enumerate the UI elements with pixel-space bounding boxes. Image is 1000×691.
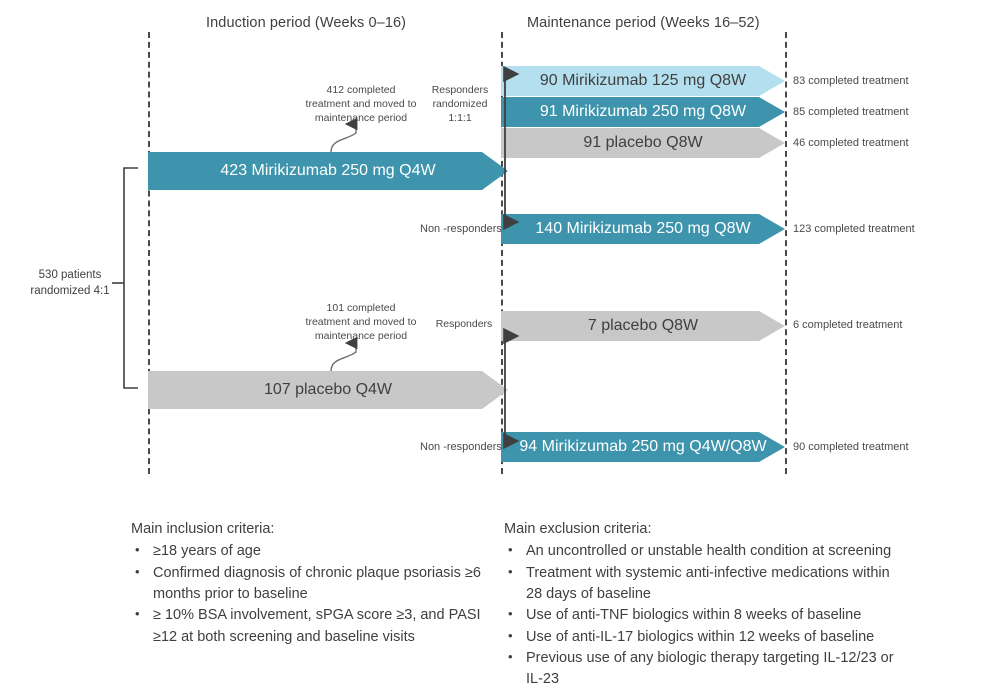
trial-flow-diagram: Induction period (Weeks 0–16) Maintenanc… [0, 0, 1000, 677]
list-item: Previous use of any biologic therapy tar… [504, 647, 904, 691]
completed-note-placebo-q8w-91: 46 completed treatment [793, 137, 909, 149]
list-item: Confirmed diagnosis of chronic plaque ps… [131, 562, 496, 606]
induction-completed-note-placebo: 101 completed treatment and moved to mai… [305, 302, 417, 342]
maintenance-arm-miri-250-q4w-q8w: 94 Mirikizumab 250 mg Q4W/Q8W [501, 432, 785, 462]
maintenance-arm-placebo-q8w-7: 7 placebo Q8W [501, 311, 785, 341]
induction-start-divider [148, 32, 150, 474]
completed-note-placebo-q8w-7: 6 completed treatment [793, 319, 903, 331]
inclusion-criteria: Main inclusion criteria: ≥18 years of ag… [131, 519, 496, 648]
maintenance-arm-label: 91 Mirikizumab 250 mg Q8W [539, 102, 747, 120]
list-item: Treatment with systemic anti-infective m… [504, 562, 904, 606]
induction-arm-placebo-q4w: 107 placebo Q4W [148, 371, 508, 409]
responders-label-placebo: Responders [435, 318, 493, 330]
maintenance-arm-label: 94 Mirikizumab 250 mg Q4W/Q8W [519, 437, 767, 455]
list-item: An uncontrolled or unstable health condi… [504, 540, 904, 562]
responders-randomization-note: Responders randomized 1:1:1 [431, 84, 489, 124]
enrollment-bracket [123, 167, 138, 389]
inclusion-criteria-title: Main inclusion criteria: [131, 521, 275, 537]
list-item: Use of anti-TNF biologics within 8 weeks… [504, 604, 904, 626]
exclusion-criteria-title: Main exclusion criteria: [504, 521, 652, 537]
list-item: Use of anti-IL-17 biologics within 12 we… [504, 626, 904, 648]
induction-arm-label: 423 Mirikizumab 250 mg Q4W [220, 161, 436, 179]
maintenance-arm-label: 7 placebo Q8W [587, 316, 699, 334]
list-item: ≥18 years of age [131, 540, 496, 562]
induction-period-title: Induction period (Weeks 0–16) [206, 15, 407, 31]
enrollment-bracket-label: 530 patients randomized 4:1 [30, 269, 110, 297]
maintenance-arm-label: 140 Mirikizumab 250 mg Q8W [535, 219, 751, 237]
non-responders-label-bottom: Non -responders [420, 441, 502, 453]
list-item: ≥ 10% BSA involvement, sPGA score ≥3, an… [131, 604, 496, 648]
maintenance-arm-placebo-q8w-91: 91 placebo Q8W [501, 128, 785, 158]
maintenance-arm-miri-250-q8w-nonresponders: 140 Mirikizumab 250 mg Q8W [501, 214, 785, 244]
maintenance-period-title: Maintenance period (Weeks 16–52) [527, 15, 760, 31]
induction-end-divider [501, 32, 503, 474]
maintenance-arm-miri-250-q8w: 91 Mirikizumab 250 mg Q8W [501, 97, 785, 127]
exclusion-criteria: Main exclusion criteria: An uncontrolled… [504, 519, 904, 691]
completed-note-miri-250-q4w-q8w: 90 completed treatment [793, 441, 909, 453]
induction-arm-mirikizumab-250-q4w: 423 Mirikizumab 250 mg Q4W [148, 152, 508, 190]
completed-note-miri-250-q8w: 85 completed treatment [793, 106, 909, 118]
inclusion-criteria-list: ≥18 years of age Confirmed diagnosis of … [131, 540, 496, 648]
exclusion-criteria-list: An uncontrolled or unstable health condi… [504, 540, 904, 691]
completed-note-miri-125-q8w: 83 completed treatment [793, 75, 909, 87]
induction-hook-mirikizumab [330, 117, 358, 153]
maintenance-arm-label: 91 placebo Q8W [583, 133, 703, 151]
maintenance-arm-label: 90 Mirikizumab 125 mg Q8W [539, 71, 747, 89]
maintenance-end-divider [785, 32, 787, 474]
completed-note-miri-250-q8w-nonresponders: 123 completed treatment [793, 223, 915, 235]
maintenance-arm-miri-125-q8w: 90 Mirikizumab 125 mg Q8W [501, 66, 785, 96]
induction-arm-label: 107 placebo Q4W [263, 380, 393, 398]
non-responders-label-top: Non -responders [420, 223, 502, 235]
induction-hook-placebo [330, 336, 358, 372]
induction-completed-note-mirikizumab: 412 completed treatment and moved to mai… [305, 84, 417, 124]
